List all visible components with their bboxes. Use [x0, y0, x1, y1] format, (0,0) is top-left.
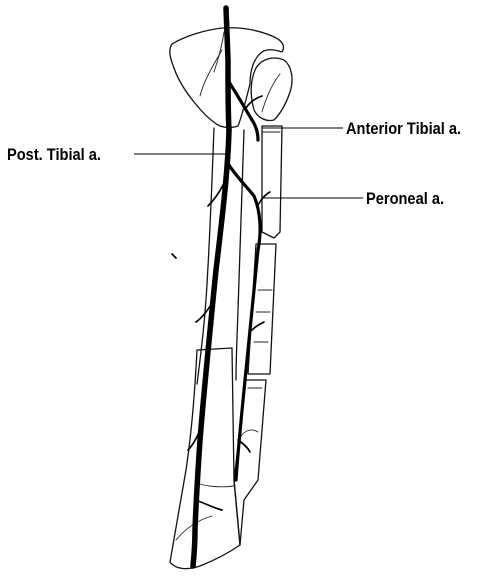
label-post-tibial: Post. Tibial a.	[7, 146, 101, 163]
anterior-tibial-artery	[229, 82, 262, 140]
stray-mark	[172, 254, 176, 258]
peroneal-artery	[229, 165, 270, 480]
label-peroneal: Peroneal a.	[366, 190, 444, 207]
popliteal-artery	[226, 8, 229, 130]
fibula-bone	[234, 58, 292, 545]
label-anterior-tibial: Anterior Tibial a.	[346, 120, 461, 137]
